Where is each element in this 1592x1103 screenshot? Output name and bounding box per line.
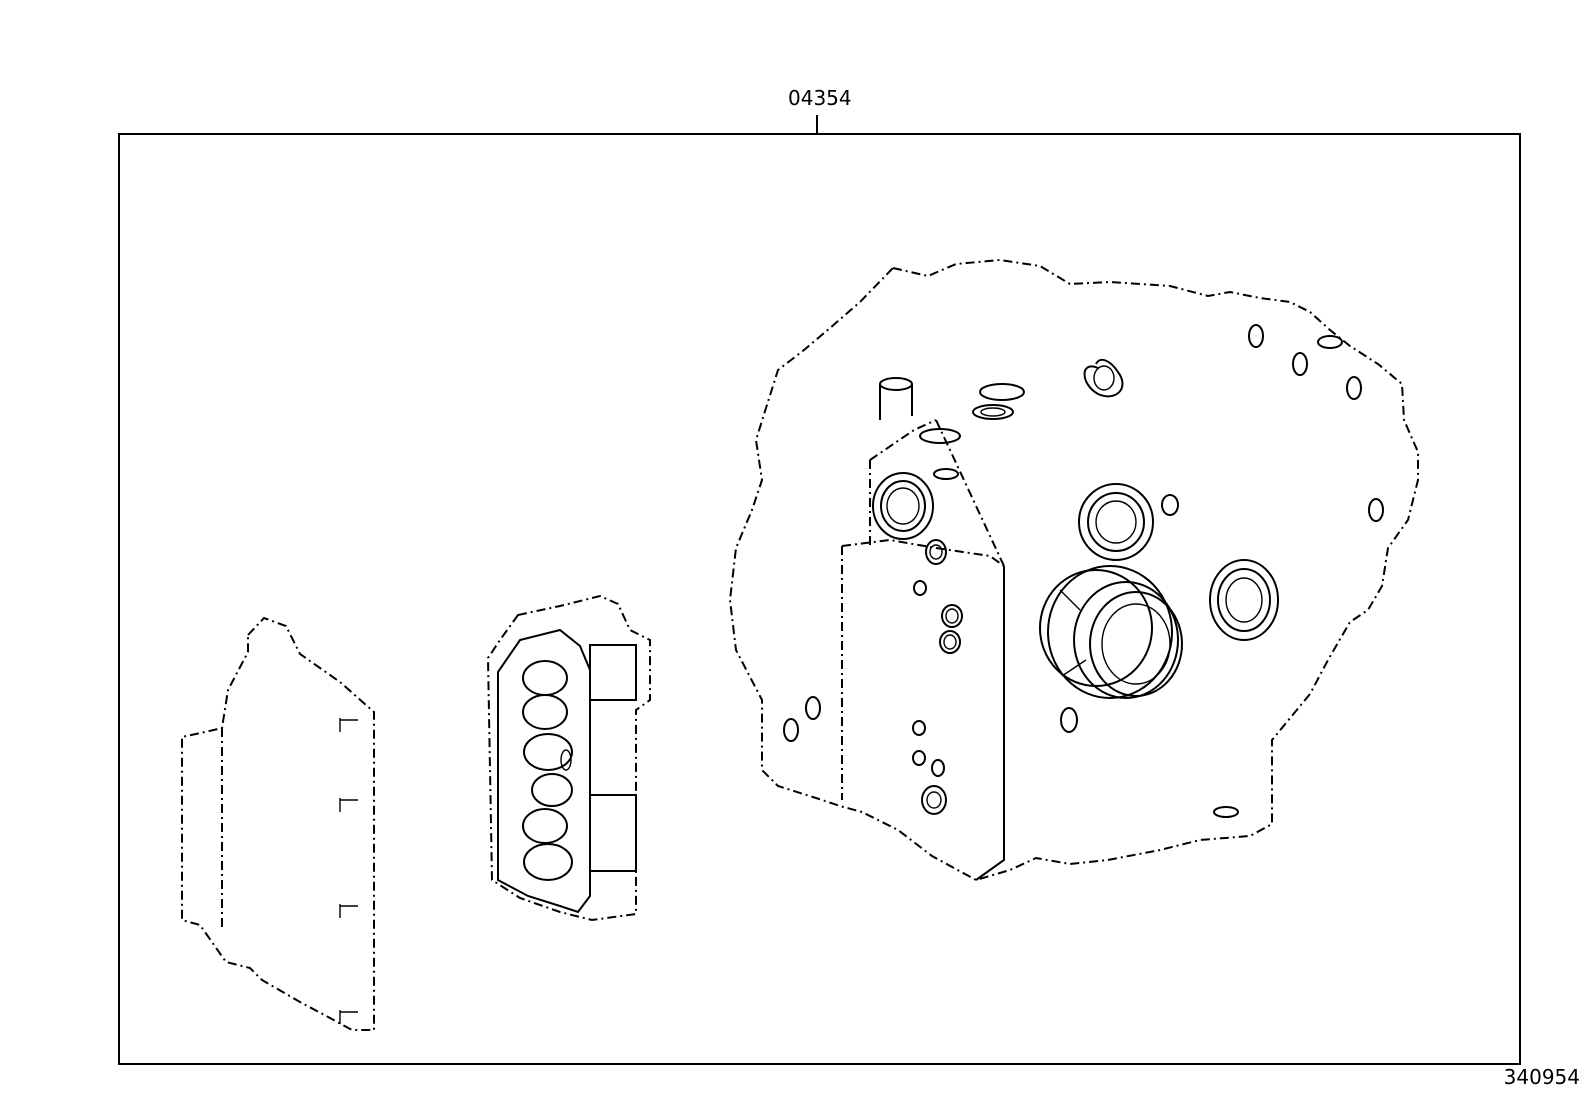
oil-seal-left xyxy=(872,472,934,540)
large-drive-shaft-seal xyxy=(1039,565,1183,699)
case-oil-pipes xyxy=(879,377,1025,444)
snap-ring xyxy=(1083,358,1124,398)
kit-boundary-box xyxy=(118,133,1521,1065)
transaxle-case-outline xyxy=(728,258,1419,882)
valve-body-gasket-set xyxy=(486,594,651,922)
drawing-number-label: 340954 xyxy=(1503,1065,1580,1089)
oil-seal-right xyxy=(1209,559,1279,641)
case-o-rings xyxy=(783,324,1384,818)
separator-plate-gasket xyxy=(181,616,375,1031)
kit-part-number-label: 04354 xyxy=(788,86,852,110)
oil-seal-center xyxy=(1078,483,1154,561)
snap-ring-inner xyxy=(1093,365,1115,391)
solenoid-o-rings xyxy=(522,660,573,881)
